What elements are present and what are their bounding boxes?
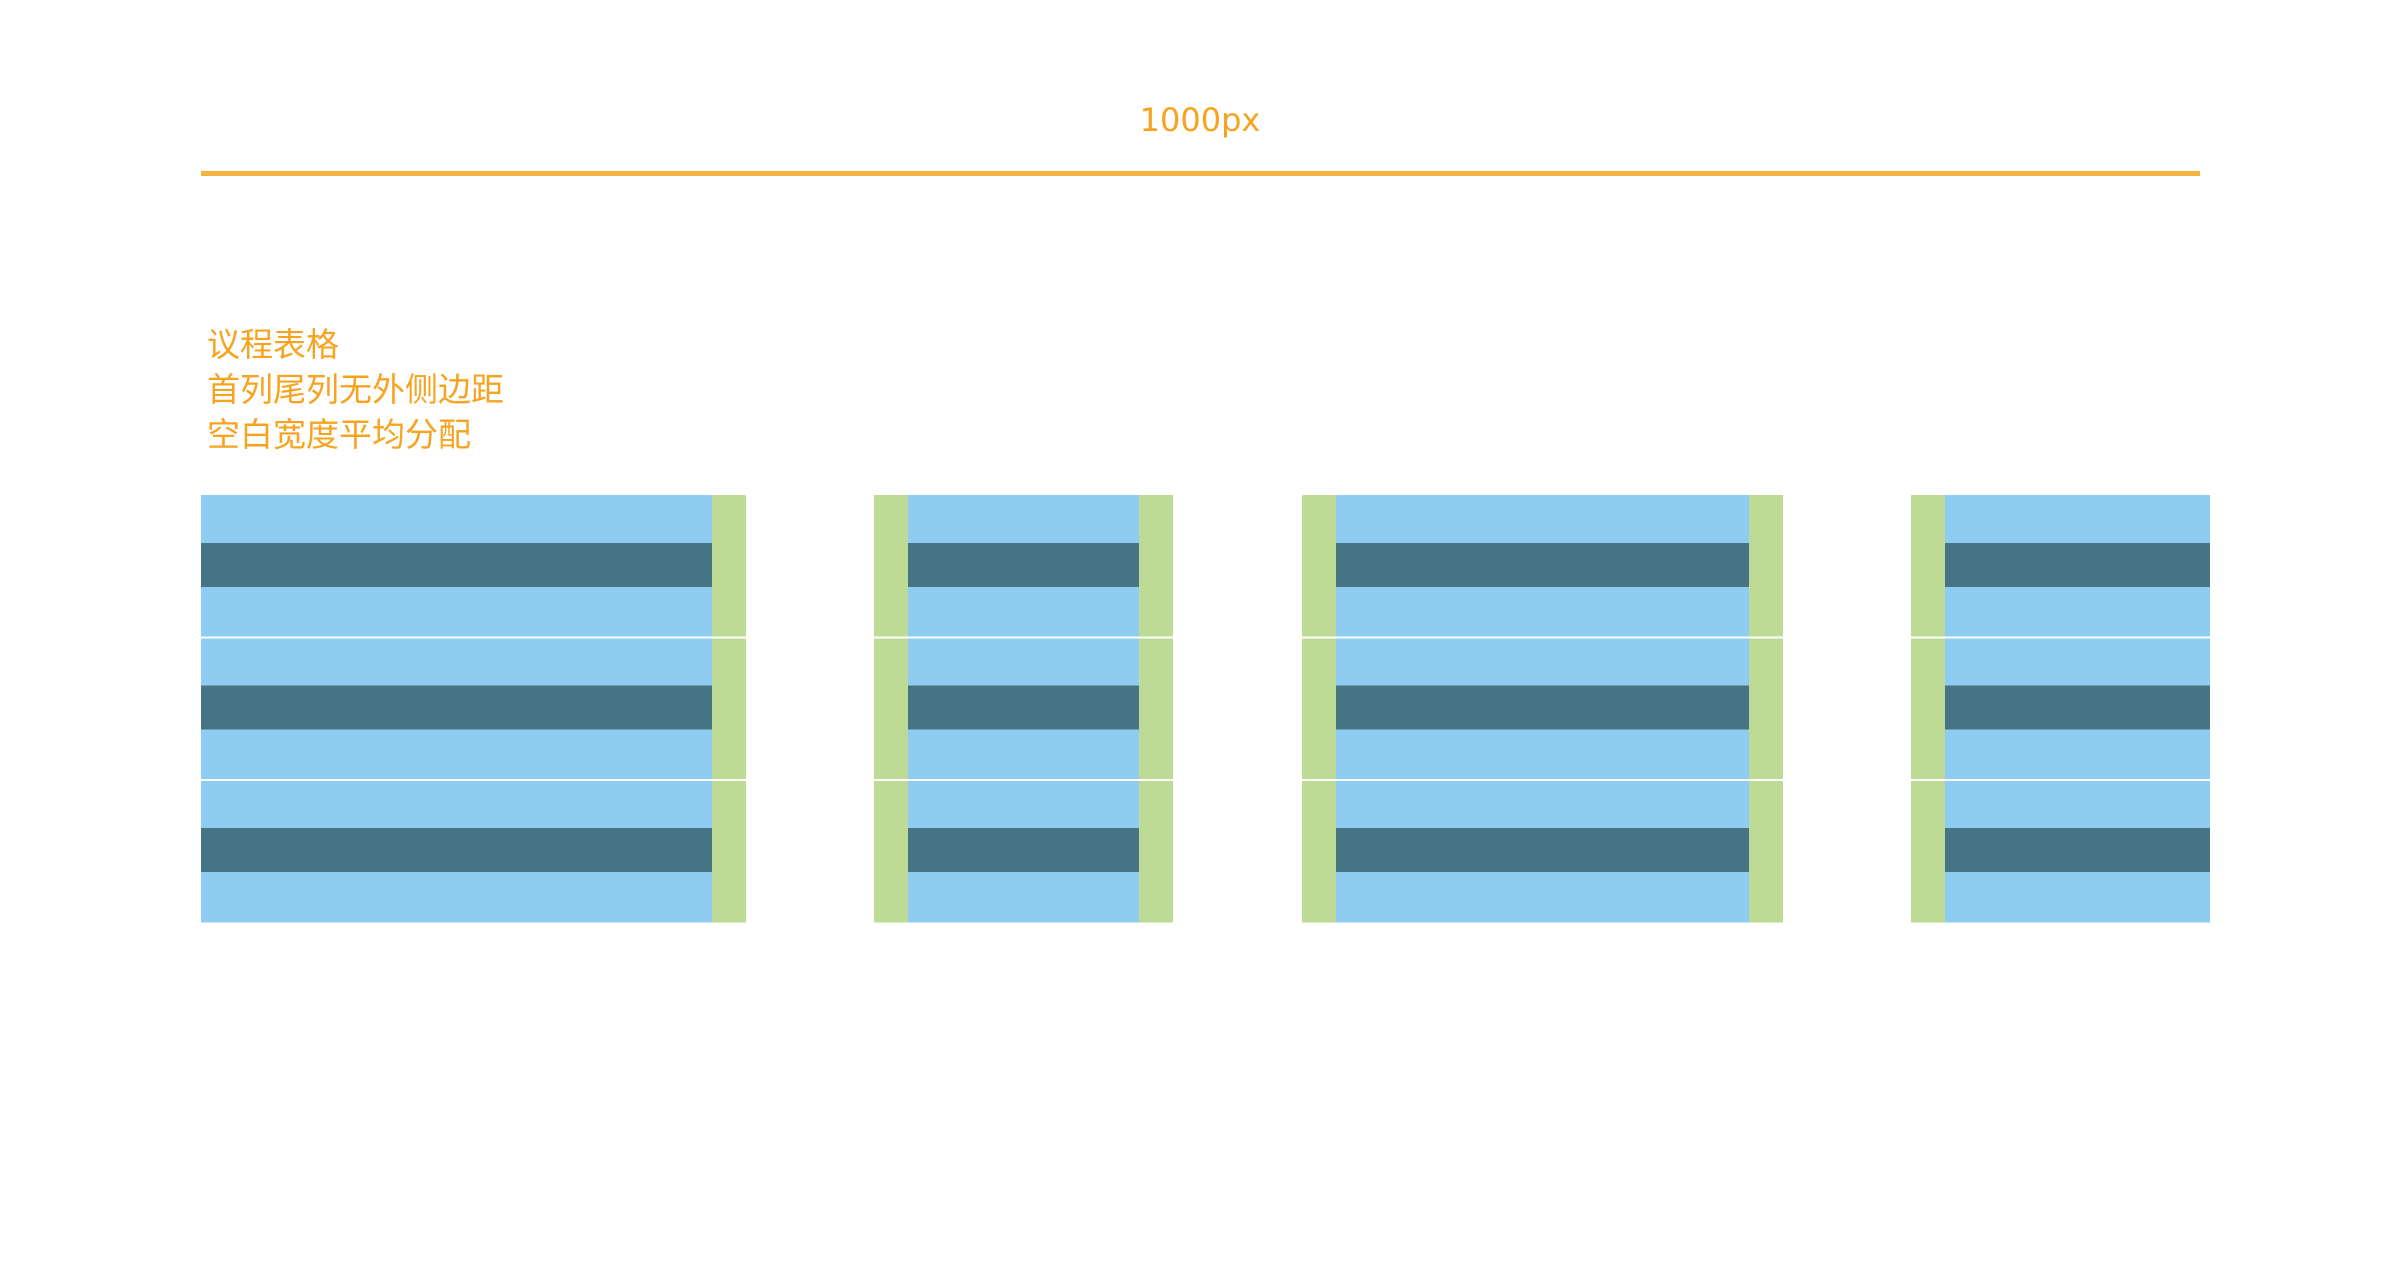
note-title: 议程表格 — [207, 325, 339, 364]
col-3-row-1-left-margin — [1302, 495, 1336, 638]
col-2-row-3-stripe-light — [908, 872, 1139, 923]
col-2-row-3-left-margin — [874, 780, 908, 923]
col-2-row-2-left-margin — [874, 637, 908, 780]
col-2-group-divider-1 — [874, 636, 1173, 639]
col-3-row-2-stripe-dark — [1336, 685, 1749, 730]
col-3-row-3-right-margin — [1749, 780, 1783, 923]
col-1-row-2-stripe-dark — [201, 685, 712, 730]
note-rule-margins: 首列尾列无外侧边距 — [207, 370, 504, 409]
col-1-row-3-stripe-light — [201, 872, 712, 923]
col-1-row-3-right-margin — [712, 780, 746, 923]
col-4-row-1-stripe-light — [1945, 495, 2210, 543]
col-2-row-2-right-margin — [1139, 637, 1173, 780]
note-rule-spacing: 空白宽度平均分配 — [207, 415, 471, 454]
col-3-row-1-stripe-light — [1336, 495, 1749, 543]
col-2-row-3-stripe-light — [908, 780, 1139, 828]
col-2-group-divider-2 — [874, 779, 1173, 781]
col-2-row-3-stripe-dark — [908, 828, 1139, 872]
col-1-row-1-stripe-light — [201, 495, 712, 543]
col-2-row-1-stripe-light — [908, 495, 1139, 543]
col-4-row-3-stripe-light — [1945, 872, 2210, 923]
col-3-group-divider-2 — [1302, 779, 1783, 781]
col-4-row-1-left-margin — [1911, 495, 1945, 638]
col-1-group-divider-1 — [201, 636, 746, 639]
col-4-row-3-stripe-light — [1945, 780, 2210, 828]
col-4-group-divider-2 — [1911, 779, 2210, 781]
col-3-row-3-stripe-light — [1336, 872, 1749, 923]
col-3-row-1-right-margin — [1749, 495, 1783, 638]
col-4-row-2-stripe-light — [1945, 729, 2210, 780]
col-3-row-3-left-margin — [1302, 780, 1336, 923]
col-4-row-3-left-margin — [1911, 780, 1945, 923]
col-3-row-1-stripe-light — [1336, 587, 1749, 638]
col-3-row-1-stripe-dark — [1336, 543, 1749, 587]
width-label: 1000px — [1139, 101, 1261, 139]
col-3-row-2-left-margin — [1302, 637, 1336, 780]
col-2-row-1-left-margin — [874, 495, 908, 638]
col-4-row-3-stripe-dark — [1945, 828, 2210, 872]
col-2-row-3-right-margin — [1139, 780, 1173, 923]
col-1-row-2-right-margin — [712, 637, 746, 780]
col-3-row-2-right-margin — [1749, 637, 1783, 780]
col-2-row-2-stripe-light — [908, 729, 1139, 780]
col-1-group-divider-2 — [201, 779, 746, 781]
col-4-row-2-stripe-light — [1945, 637, 2210, 686]
col-2-row-1-stripe-light — [908, 587, 1139, 638]
col-3-row-3-stripe-light — [1336, 780, 1749, 828]
col-2-row-2-stripe-light — [908, 637, 1139, 686]
col-2-row-1-stripe-dark — [908, 543, 1139, 587]
col-4-row-1-stripe-light — [1945, 587, 2210, 638]
col-3-row-2-stripe-light — [1336, 729, 1749, 780]
col-1-row-3-stripe-light — [201, 780, 712, 828]
col-1-row-3-stripe-dark — [201, 828, 712, 872]
col-1-row-2-stripe-light — [201, 637, 712, 686]
col-4-group-divider-1 — [1911, 636, 2210, 639]
col-4-row-2-left-margin — [1911, 637, 1945, 780]
col-1-row-1-stripe-light — [201, 587, 712, 638]
col-2-row-2-stripe-dark — [908, 685, 1139, 730]
col-3-group-divider-1 — [1302, 636, 1783, 639]
col-4-row-2-stripe-dark — [1945, 685, 2210, 730]
col-4-row-1-stripe-dark — [1945, 543, 2210, 587]
col-1-row-1-stripe-dark — [201, 543, 712, 587]
col-1-row-1-right-margin — [712, 495, 746, 638]
notes-block: 议程表格 首列尾列无外侧边距 空白宽度平均分配 — [207, 322, 504, 457]
col-3-row-2-stripe-light — [1336, 637, 1749, 686]
col-1-row-2-stripe-light — [201, 729, 712, 780]
width-indicator-line — [201, 171, 2200, 176]
col-2-row-1-right-margin — [1139, 495, 1173, 638]
col-3-row-3-stripe-dark — [1336, 828, 1749, 872]
